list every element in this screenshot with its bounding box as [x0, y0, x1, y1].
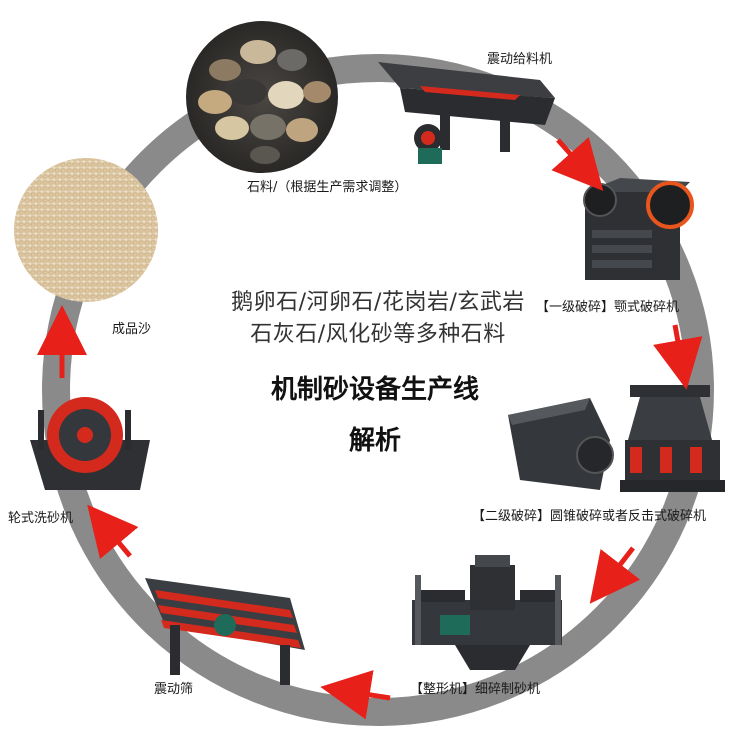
label-cone-crusher: 【二级破碎】圆锥破碎或者反击式破碎机: [472, 509, 707, 524]
label-feeder: 震动给料机: [487, 52, 553, 67]
impact-crusher-image: [508, 398, 614, 490]
center-title-line2: 解析: [348, 426, 401, 456]
label-vibrating-screen: 震动筛: [154, 682, 194, 697]
finished-sand-image: [14, 158, 158, 302]
center-title-line1: 机制砂设备生产线: [270, 375, 479, 405]
center-subtitle-line1: 鹅卵石/河卵石/花岗岩/玄武岩: [231, 290, 525, 315]
sand-washer-image: [30, 397, 150, 490]
arrow-screen-to-washer: [87, 504, 139, 560]
arrow-feeder-to-jaw: [551, 136, 604, 191]
label-finished-sand: 成品沙: [112, 322, 152, 337]
jaw-crusher-image: [583, 178, 694, 280]
flow-arrows: [37, 136, 703, 720]
vibrating-screen-image: [145, 578, 305, 685]
label-sand-maker: 【整形机】细碎制砂机: [410, 682, 541, 697]
vibrating-feeder-image: [378, 62, 555, 164]
sand-making-machine-image: [412, 555, 562, 670]
cone-crusher-image: [620, 385, 725, 492]
label-jaw-crusher: 【一级破碎】颚式破碎机: [536, 300, 680, 315]
label-stones: 石料/（根据生产需求调整）: [247, 180, 408, 195]
arrow-jaw-to-cone: [653, 324, 703, 390]
label-sand-washer: 轮式洗砂机: [8, 511, 74, 526]
arrow-cone-to-sandmaker: [589, 546, 641, 604]
center-subtitle-line2: 石灰石/风化砂等多种石料: [250, 322, 506, 347]
stones-image: [186, 21, 338, 173]
arrow-sandmaker-to-screen: [320, 670, 391, 720]
